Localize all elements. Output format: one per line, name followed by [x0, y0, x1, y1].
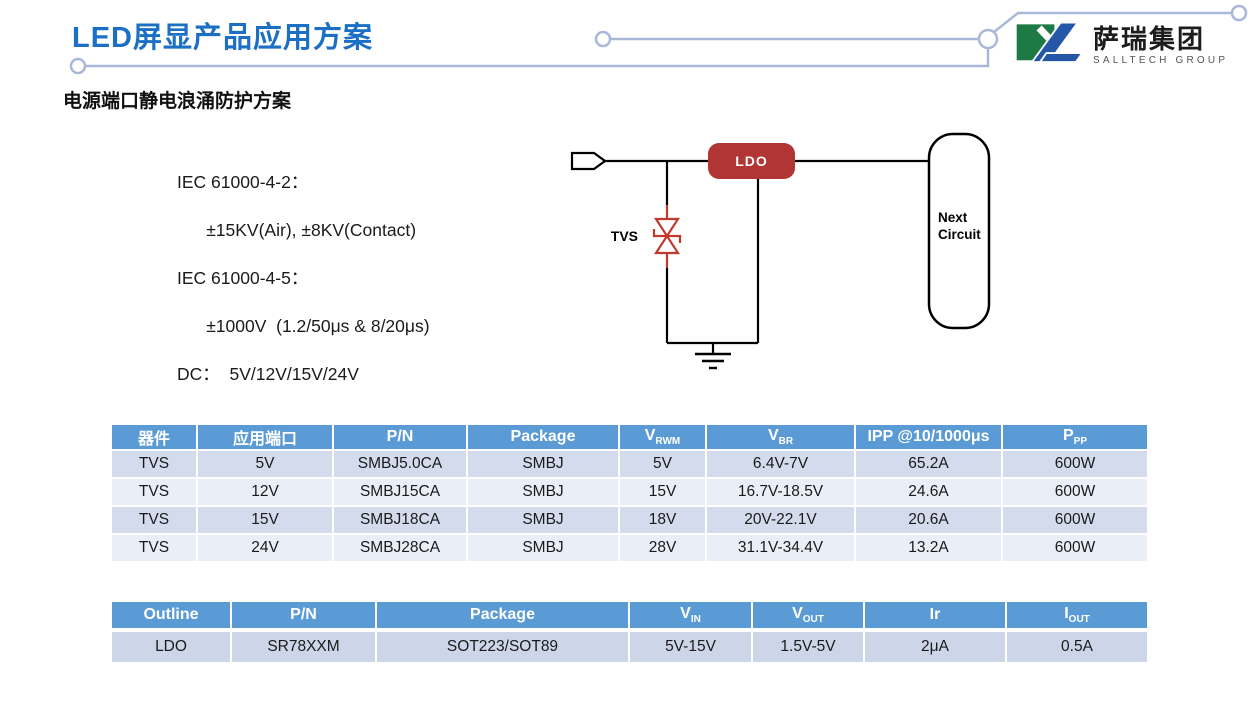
cell: 0.5A — [1005, 629, 1149, 664]
next-circuit-block — [927, 132, 991, 330]
cell: 600W — [1001, 505, 1149, 535]
cell: TVS — [110, 533, 198, 563]
ldo-block — [708, 143, 795, 179]
input-connector-icon — [570, 151, 607, 171]
page-title: LED屏显产品应用方案 — [72, 22, 374, 54]
decor-node-icon — [69, 57, 87, 75]
cell: 15V — [196, 505, 334, 535]
section-subtitle: 电源端口静电浪涌防护方案 — [63, 91, 292, 112]
header-cell: VRWM — [618, 423, 707, 451]
header-cell: 应用端口 — [196, 423, 334, 451]
circuit-diagram: TVS LDO Next Circuit — [570, 132, 991, 370]
cell: 16.7V-18.5V — [705, 477, 856, 507]
header-cell: IOUT — [1005, 600, 1149, 632]
cell: 5V-15V — [628, 629, 753, 664]
spec-iec-61000-4-5: IEC 61000-4-5： ±1000V (1.2/50μs & 8/20μs… — [177, 266, 430, 338]
cell: SMBJ15CA — [332, 477, 468, 507]
logo-name: 萨瑞集团 — [1093, 23, 1206, 54]
cell: SMBJ5.0CA — [332, 449, 468, 479]
spec-iec42-value: ±15KV(Air), ±8KV(Contact) — [206, 220, 417, 240]
cell: 1.5V-5V — [751, 629, 865, 664]
cell: 15V — [618, 477, 707, 507]
cell: SMBJ — [466, 533, 620, 563]
cell: SMBJ — [466, 505, 620, 535]
decor-node-icon — [1230, 4, 1248, 22]
cell: 20.6A — [854, 505, 1003, 535]
cell: 12V — [196, 477, 334, 507]
header-cell: VOUT — [751, 600, 865, 632]
cell: 65.2A — [854, 449, 1003, 479]
ldo-label: LDO — [735, 153, 768, 169]
header-cell: 器件 — [110, 423, 198, 451]
wires — [605, 159, 928, 353]
cell: SMBJ — [466, 477, 620, 507]
cell: LDO — [110, 629, 232, 664]
spec-text-block: IEC 61000-4-2： ±15KV(Air), ±8KV(Contact)… — [177, 170, 430, 386]
next-circuit-label-line1: Next — [938, 210, 968, 225]
cell: SMBJ — [466, 449, 620, 479]
cell: SMBJ18CA — [332, 505, 468, 535]
spec-iec42-title: IEC 61000-4-2： — [177, 172, 309, 192]
logo: 萨瑞集团 SALLTECH GROUP — [1014, 18, 1228, 72]
spec-iec45-value: ±1000V (1.2/50μs & 8/20μs) — [206, 316, 430, 336]
header-cell: P/N — [332, 423, 468, 451]
ground-icon — [695, 352, 731, 370]
cell: 18V — [618, 505, 707, 535]
cell: 600W — [1001, 533, 1149, 563]
cell: 600W — [1001, 477, 1149, 507]
next-circuit-label-line2: Circuit — [938, 227, 981, 242]
decor-node-icon — [594, 30, 612, 48]
salltech-logo-icon — [1016, 21, 1084, 63]
cell: SMBJ28CA — [332, 533, 468, 563]
header-cell: IPP @10/1000μs — [854, 423, 1003, 451]
header-cell: VBR — [705, 423, 856, 451]
cell: 600W — [1001, 449, 1149, 479]
header-cell: Package — [466, 423, 620, 451]
header-cell: Ir — [863, 600, 1007, 632]
spec-iec-61000-4-2: IEC 61000-4-2： ±15KV(Air), ±8KV(Contact) — [177, 170, 430, 242]
cell: 24V — [196, 533, 334, 563]
header-cell: Package — [375, 600, 630, 632]
tvs-label: TVS — [611, 228, 638, 244]
logo-subname: SALLTECH GROUP — [1093, 54, 1229, 66]
cell: 5V — [196, 449, 334, 479]
cell: TVS — [110, 477, 198, 507]
cell: 20V-22.1V — [705, 505, 856, 535]
cell: SOT223/SOT89 — [375, 629, 630, 664]
cell: 28V — [618, 533, 707, 563]
cell: SR78XXM — [230, 629, 377, 664]
header-cell: VIN — [628, 600, 753, 632]
decor-node-icon — [977, 28, 999, 50]
spec-dc-line: DC： 5V/12V/15V/24V — [177, 364, 359, 384]
tvs-diode-icon — [652, 205, 682, 268]
header-cell: Outline — [110, 600, 232, 632]
cell: TVS — [110, 505, 198, 535]
cell: 6.4V-7V — [705, 449, 856, 479]
cell: 31.1V-34.4V — [705, 533, 856, 563]
cell: 24.6A — [854, 477, 1003, 507]
cell: 5V — [618, 449, 707, 479]
spec-iec45-title: IEC 61000-4-5： — [177, 268, 309, 288]
header-cell: P/N — [230, 600, 377, 632]
header-cell: PPP — [1001, 423, 1149, 451]
logo-text: 萨瑞集团 SALLTECH GROUP — [1093, 24, 1228, 67]
cell: 2μA — [863, 629, 1007, 664]
cell: TVS — [110, 449, 198, 479]
cell: 13.2A — [854, 533, 1003, 563]
